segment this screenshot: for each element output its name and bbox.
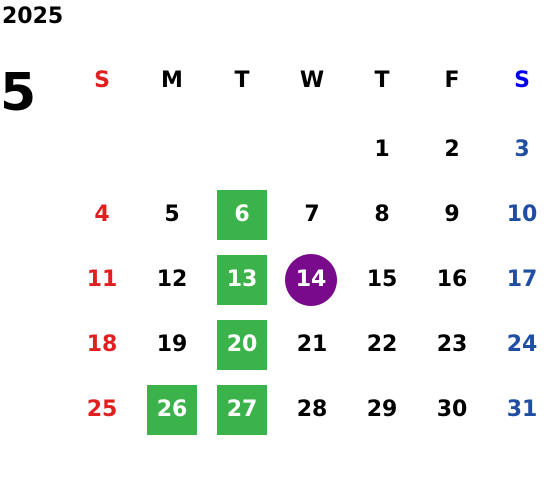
weekday-tue: T xyxy=(234,68,250,93)
day-cell[interactable]: 18 xyxy=(86,332,118,357)
day-cell[interactable]: 24 xyxy=(506,332,538,357)
day-cell[interactable]: 25 xyxy=(86,397,118,422)
day-cell[interactable]: 17 xyxy=(506,267,538,292)
day-cell[interactable]: 11 xyxy=(86,267,118,292)
year-label: 2025 xyxy=(2,4,64,29)
day-cell[interactable]: 5 xyxy=(164,202,180,227)
day-cell-highlighted[interactable]: 6 xyxy=(217,190,267,240)
day-cell-highlighted[interactable]: 20 xyxy=(217,320,267,370)
weekday-wed: W xyxy=(299,68,325,93)
month-label: 5 xyxy=(0,63,37,123)
weekday-mon: M xyxy=(161,68,183,93)
day-cell[interactable]: 7 xyxy=(304,202,320,227)
day-cell[interactable]: 8 xyxy=(374,202,390,227)
day-cell-highlighted[interactable]: 13 xyxy=(217,255,267,305)
day-cell[interactable]: 21 xyxy=(296,332,328,357)
day-cell[interactable]: 19 xyxy=(156,332,188,357)
day-cell[interactable]: 29 xyxy=(366,397,398,422)
day-cell[interactable]: 1 xyxy=(374,137,390,162)
day-cell[interactable]: 15 xyxy=(366,267,398,292)
day-cell[interactable]: 10 xyxy=(506,202,538,227)
weekday-fri: F xyxy=(444,68,460,93)
day-cell[interactable]: 28 xyxy=(296,397,328,422)
day-cell-highlighted[interactable]: 27 xyxy=(217,385,267,435)
weekday-thu: T xyxy=(374,68,390,93)
day-cell[interactable]: 22 xyxy=(366,332,398,357)
day-cell[interactable]: 9 xyxy=(444,202,460,227)
day-cell[interactable]: 16 xyxy=(436,267,468,292)
weekday-sat: S xyxy=(514,68,530,93)
weekday-sun: S xyxy=(94,68,110,93)
day-cell[interactable]: 4 xyxy=(94,202,110,227)
day-cell[interactable]: 3 xyxy=(514,137,530,162)
day-cell-today[interactable]: 14 xyxy=(285,254,337,306)
day-cell-highlighted[interactable]: 26 xyxy=(147,385,197,435)
day-cell[interactable]: 2 xyxy=(444,137,460,162)
day-cell[interactable]: 12 xyxy=(156,267,188,292)
day-cell[interactable]: 30 xyxy=(436,397,468,422)
day-cell[interactable]: 31 xyxy=(506,397,538,422)
day-cell[interactable]: 23 xyxy=(436,332,468,357)
